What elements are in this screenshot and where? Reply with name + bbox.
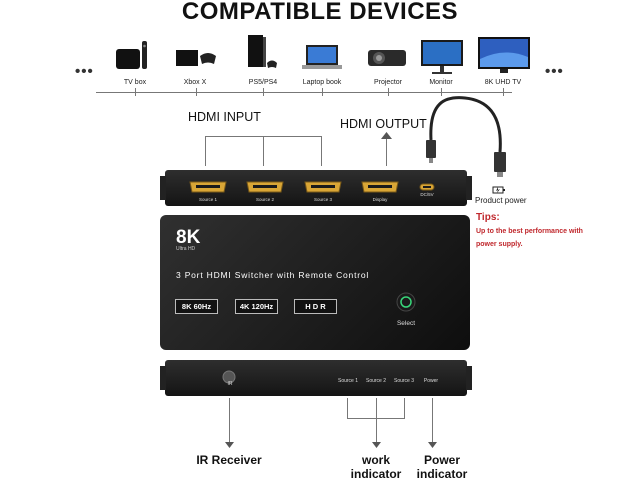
- indicator-label: Source 3: [393, 378, 414, 384]
- product-power-label: Product power: [475, 196, 527, 205]
- hdmi-port-icon: [361, 181, 399, 193]
- work-bracket: [347, 398, 348, 418]
- device-label: 8K UHD TV: [484, 79, 522, 86]
- device-label: Xbox X: [183, 79, 207, 86]
- panel-heading: 3 Port HDMI Switcher with Remote Control: [176, 270, 370, 280]
- work-indicator-label-1: work: [361, 453, 390, 467]
- ir-label: IR: [227, 381, 233, 387]
- device-label: Projector: [373, 79, 402, 86]
- hdmi-output-label: HDMI OUTPUT: [340, 117, 427, 131]
- hdmi-port-icon: [246, 181, 284, 193]
- playstation-icon: [248, 35, 277, 68]
- power-cable-icon: [426, 96, 506, 177]
- device-label: TV box: [123, 79, 147, 86]
- game-console-icon: [176, 50, 216, 66]
- page-title: COMPATIBLE DEVICES: [181, 0, 459, 25]
- power-led-label: Power: [423, 378, 439, 384]
- select-label: Select: [396, 320, 416, 327]
- output-arrow-line: [386, 136, 387, 166]
- device-label: Laptop book: [302, 79, 342, 86]
- tv-box-icon: [116, 41, 147, 69]
- select-button[interactable]: [396, 292, 416, 312]
- tips-body: Up to the best performance with power su…: [476, 228, 583, 248]
- projector-icon: [368, 50, 406, 66]
- top-panel: [160, 215, 470, 350]
- laptop-icon: [302, 45, 342, 69]
- badge-hdr: H D R: [294, 299, 337, 314]
- more-devices-right: •••: [545, 63, 564, 80]
- port-label: Source 1: [198, 197, 217, 202]
- power-indicator-label-2: indicator: [416, 467, 468, 481]
- device-label: Monitor: [429, 79, 453, 86]
- usb-c-port-icon: [419, 183, 435, 191]
- tips-title: Tips:: [476, 212, 500, 223]
- ultra-hd-logo: Ultra HD: [176, 246, 196, 252]
- badge-8k: 8K 60Hz: [175, 299, 218, 314]
- tv-icon: [478, 37, 530, 73]
- power-pointer-line: [432, 398, 433, 443]
- indicator-label: Source 2: [365, 378, 386, 384]
- hdmi-port-icon: [304, 181, 342, 193]
- 8k-logo: 8K: [176, 227, 201, 248]
- port-label: Display: [372, 197, 388, 202]
- hdmi-port-icon: [189, 181, 227, 193]
- front-panel: [165, 360, 467, 396]
- work-indicator-label-2: indicator: [350, 467, 402, 481]
- ir-pointer-line: [229, 398, 230, 443]
- port-label: Source 2: [255, 197, 274, 202]
- battery-icon: [492, 186, 505, 194]
- device-bar-line: [96, 92, 512, 93]
- ir-sensor-icon: [222, 370, 236, 384]
- monitor-icon: [421, 40, 463, 74]
- more-devices-left: •••: [75, 63, 94, 80]
- port-label: DC/5V: [420, 192, 434, 197]
- port-label: Source 3: [313, 197, 332, 202]
- ir-receiver-label: IR Receiver: [196, 453, 262, 467]
- indicator-label: Source 1: [337, 378, 358, 384]
- hdmi-input-label: HDMI INPUT: [188, 110, 261, 124]
- power-indicator-label-1: Power: [423, 453, 460, 467]
- output-arrow-icon: [381, 132, 392, 139]
- badge-4k: 4K 120Hz: [235, 299, 278, 314]
- device-label: PS5/PS4: [248, 79, 278, 86]
